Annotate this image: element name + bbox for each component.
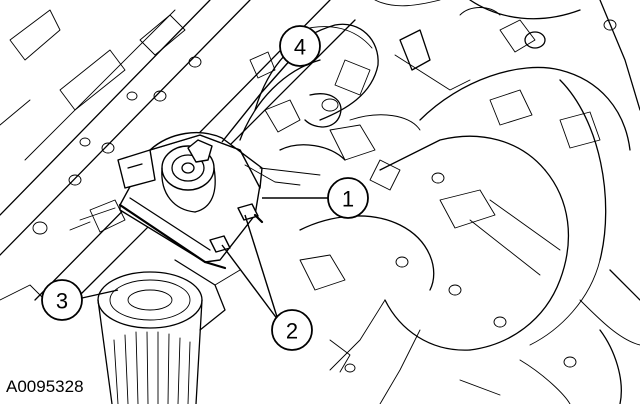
- transmission-housing: [299, 0, 640, 404]
- leader-2b: [221, 244, 279, 321]
- leader-2a: [244, 214, 279, 321]
- callout-4-label: 4: [294, 35, 306, 60]
- callout-3: 3: [41, 279, 83, 321]
- callout-2-label: 2: [286, 319, 298, 344]
- callout-leaders: [81, 57, 330, 321]
- oil-filter: [97, 259, 241, 404]
- callout-1: 1: [327, 177, 369, 219]
- leader-3: [81, 289, 119, 299]
- callout-4: 4: [279, 25, 321, 67]
- callout-3-label: 3: [56, 289, 68, 314]
- callout-2: 2: [271, 309, 313, 351]
- callout-1-label: 1: [342, 187, 354, 212]
- leader-4: [221, 57, 293, 143]
- engine-mount-insulator: [79, 132, 321, 270]
- figure-id-label: A0095328: [6, 377, 84, 396]
